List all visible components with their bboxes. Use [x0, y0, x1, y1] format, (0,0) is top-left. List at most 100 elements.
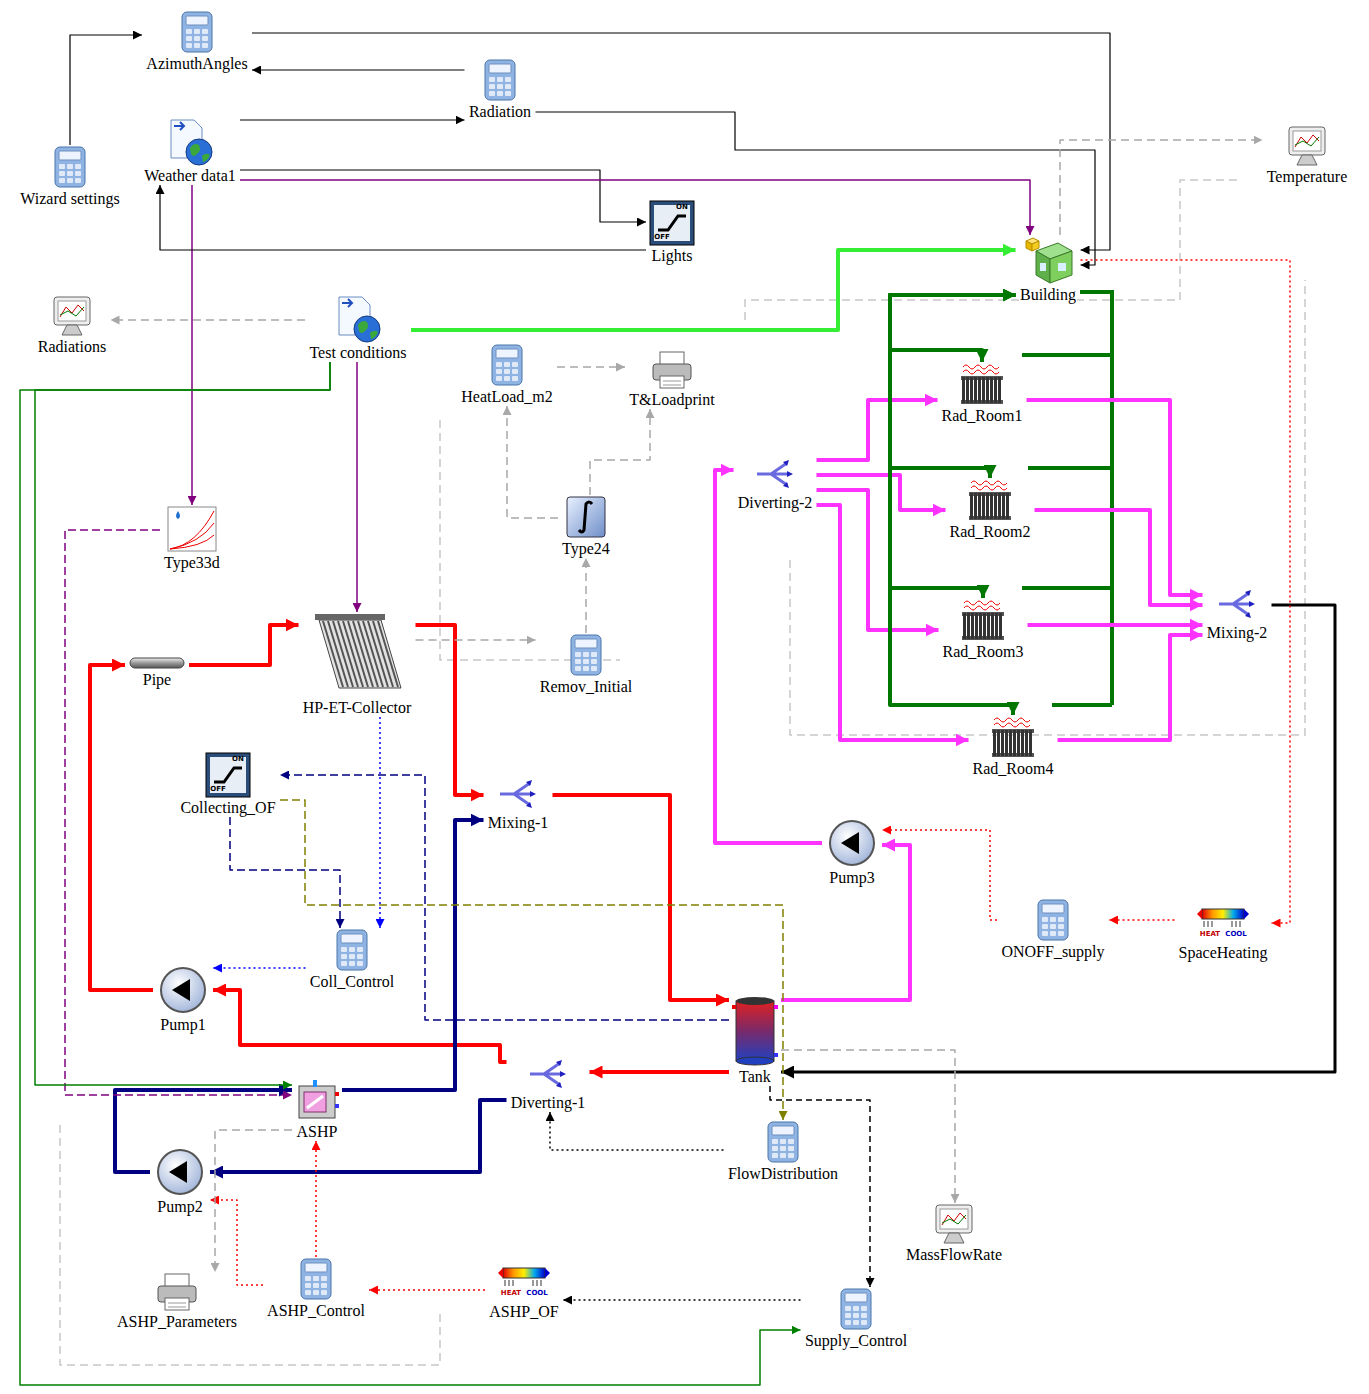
component-node: Type24	[558, 495, 614, 558]
icon-part	[168, 507, 216, 551]
icon-part	[964, 606, 1000, 610]
icon-part	[176, 511, 180, 519]
flow-connector	[817, 400, 938, 460]
icon-part	[772, 1139, 778, 1144]
component-icon	[753, 455, 797, 493]
component-node: Lights	[646, 200, 698, 265]
flow-connector	[356, 362, 358, 612]
component-node: MassFlowRate	[902, 1203, 1006, 1264]
component-node: Temperature	[1263, 125, 1352, 186]
component-label: Pump2	[156, 1197, 203, 1216]
icon-part	[993, 730, 996, 756]
icon-part	[1050, 924, 1056, 929]
icon-part	[1244, 909, 1249, 919]
icon-part	[1245, 590, 1255, 618]
icon-part	[1032, 241, 1039, 251]
component-label: Weather data1	[143, 166, 237, 185]
icon-part	[967, 613, 970, 639]
icon-part	[1058, 917, 1064, 922]
icon-part	[496, 369, 502, 374]
component-icon	[298, 1257, 334, 1301]
icon-part	[1058, 924, 1064, 929]
component-node: Pump1	[153, 965, 213, 1034]
icon-part	[982, 377, 985, 403]
component-node: Rad_Room1	[938, 362, 1027, 425]
component-node: Mixing-2	[1203, 585, 1272, 642]
component-node: SpaceHeating	[1175, 903, 1272, 962]
icon-part	[1006, 493, 1009, 519]
icon-part	[1058, 931, 1064, 936]
icon-part	[305, 1290, 311, 1295]
icon-part	[492, 345, 522, 385]
icon-part	[1058, 263, 1066, 271]
flow-connector	[890, 295, 1016, 598]
icon-part	[579, 502, 592, 532]
icon-part	[971, 486, 1007, 490]
icon-part	[75, 164, 81, 169]
icon-part	[206, 753, 250, 797]
icon-part	[321, 1276, 327, 1281]
component-label: Type24	[561, 539, 611, 558]
icon-part	[342, 299, 352, 307]
icon-caption: COOL	[1225, 930, 1247, 938]
component-node: Radiation	[465, 58, 536, 121]
component-icon	[838, 1287, 874, 1331]
component-label: Radiations	[37, 337, 107, 356]
icon-part	[497, 91, 503, 96]
component-icon	[334, 295, 382, 343]
component-label: Pump3	[828, 868, 875, 887]
icon-part	[1202, 909, 1244, 919]
component-label: Rad_Room3	[942, 642, 1025, 661]
component-icon	[932, 1203, 976, 1245]
component-icon	[489, 343, 525, 387]
icon-caption: HEAT	[1200, 930, 1220, 938]
icon-part	[963, 613, 966, 639]
icon-part	[1050, 917, 1056, 922]
icon-caption: OFF	[210, 785, 226, 793]
icon-part	[845, 1313, 851, 1318]
flow-connector	[210, 1100, 507, 1172]
icon-part	[757, 463, 789, 485]
icon-part	[990, 493, 993, 519]
signal-line	[440, 420, 620, 660]
icon-part	[994, 377, 997, 403]
component-label: ASHP	[296, 1122, 339, 1141]
component-label: ASHP_Parameters	[116, 1312, 238, 1331]
icon-part	[964, 601, 1000, 605]
flow-connector	[160, 185, 646, 250]
component-node: Mixing-1	[484, 775, 553, 832]
flow-connector	[1028, 623, 1203, 627]
icon-part	[368, 621, 388, 687]
component-label: Type33d	[163, 553, 221, 572]
component-node: Weather data1	[140, 118, 240, 185]
icon-part	[321, 1283, 327, 1288]
icon-part	[772, 1153, 778, 1158]
icon-part	[772, 1146, 778, 1151]
icon-part	[861, 1320, 867, 1325]
icon-part	[1042, 931, 1048, 936]
icon-part	[853, 1313, 859, 1318]
icon-part	[67, 164, 73, 169]
flow-connector	[189, 625, 299, 665]
icon-part	[845, 1320, 851, 1325]
icon-part	[583, 652, 589, 657]
icon-caption: ON	[232, 755, 244, 763]
flow-connector	[252, 33, 1110, 250]
icon-part	[830, 821, 874, 865]
icon-part	[1042, 904, 1064, 913]
icon-part	[172, 979, 190, 1001]
component-label: Rad_Room1	[941, 406, 1024, 425]
component-label: Test conditions	[308, 343, 407, 362]
icon-part	[489, 84, 495, 89]
flow-connector	[280, 775, 729, 1020]
flow-connector	[240, 170, 646, 222]
flow-connector	[557, 366, 625, 368]
flow-connector	[240, 119, 465, 120]
flow-connector	[369, 1289, 485, 1291]
icon-part	[774, 1053, 778, 1057]
component-icon	[166, 118, 214, 166]
icon-part	[974, 377, 977, 403]
icon-part	[970, 493, 973, 519]
icon-part	[55, 147, 85, 187]
component-label: Pipe	[142, 670, 172, 689]
